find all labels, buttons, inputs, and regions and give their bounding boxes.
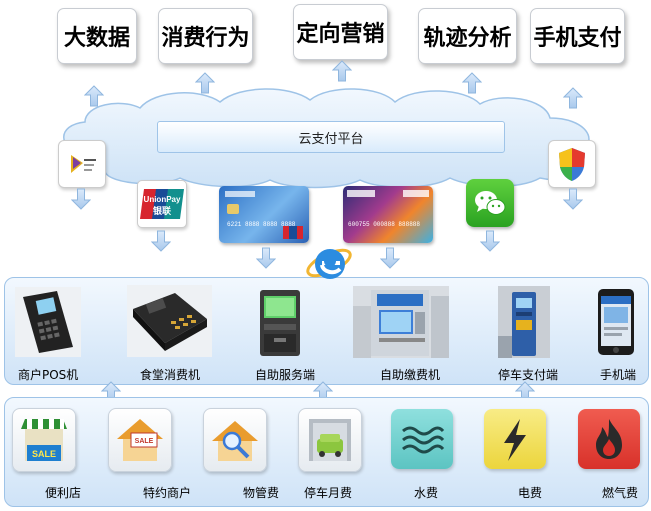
bank-card-colorful-icon: 600755 000888 888888 (343, 186, 433, 243)
unionpay-cn-text: 银联 (153, 205, 172, 217)
service-label-gas: 燃气费 (602, 486, 639, 500)
service-label-parking-monthly: 停车月费 (304, 486, 353, 500)
big-data-box: 大数据 (57, 8, 137, 64)
unionpay-logo-icon: UnionPay 银联 (137, 180, 187, 228)
device-label-mobile: 手机端 (600, 368, 637, 382)
device-label-pos: 商户POS机 (18, 368, 79, 382)
service-label-special-merchant: 特约商户 (143, 486, 192, 500)
service-label-electricity: 电费 (518, 486, 543, 500)
gas-fee-icon (578, 409, 640, 469)
arrow-down-icon (256, 247, 276, 269)
consumer-behavior-box: 消费行为 (158, 8, 253, 64)
arrow-down-icon (151, 230, 171, 252)
cloud-payment-platform-label: 云支付平台 (157, 121, 505, 153)
canteen-machine-image (127, 285, 212, 357)
arrow-down-icon (480, 230, 500, 252)
mobile-phone-image (596, 287, 636, 357)
electricity-fee-icon (484, 409, 546, 469)
parking-payment-terminal-image (498, 286, 550, 358)
arrow-down-icon (380, 247, 400, 269)
security-shield-icon (548, 140, 596, 188)
sale-tag-text: SALE (135, 438, 154, 445)
unionpay-text: UnionPay (144, 195, 181, 204)
bank-card-blue-icon: 6221 8888 8888 8888 (219, 186, 309, 243)
device-label-canteen: 食堂消费机 (140, 368, 201, 382)
device-label-self-service: 自助服务端 (255, 368, 316, 382)
convenience-store-icon: SALE (12, 408, 76, 472)
brand-logo-icon (58, 140, 106, 188)
sale-badge-text: SALE (32, 449, 56, 459)
water-fee-icon (391, 409, 453, 469)
arrow-up-icon (332, 60, 352, 82)
self-service-kiosk-image (256, 288, 304, 358)
mobile-payment-box: 手机支付 (530, 8, 625, 64)
internet-explorer-icon (306, 248, 352, 279)
service-label-water: 水费 (414, 486, 439, 500)
targeted-marketing-box: 定向营销 (293, 4, 388, 60)
device-label-parking: 停车支付端 (498, 368, 559, 382)
wechat-logo-icon (466, 179, 514, 227)
trajectory-analysis-box: 轨迹分析 (418, 8, 517, 64)
parking-monthly-fee-icon (298, 408, 362, 472)
arrow-down-icon (563, 188, 583, 210)
device-label-payment-machine: 自助缴费机 (380, 368, 441, 382)
property-fee-icon (203, 408, 267, 472)
service-label-convenience-store: 便利店 (45, 486, 82, 500)
service-label-property-fee: 物管费 (243, 486, 280, 500)
payment-machine-image (353, 286, 449, 358)
pos-terminal-image (15, 287, 81, 357)
card1-number: 6221 8888 8888 8888 (227, 221, 296, 228)
arrow-down-icon (71, 188, 91, 210)
special-merchant-icon: SALE (108, 408, 172, 472)
card2-number: 600755 000888 888888 (348, 221, 420, 228)
